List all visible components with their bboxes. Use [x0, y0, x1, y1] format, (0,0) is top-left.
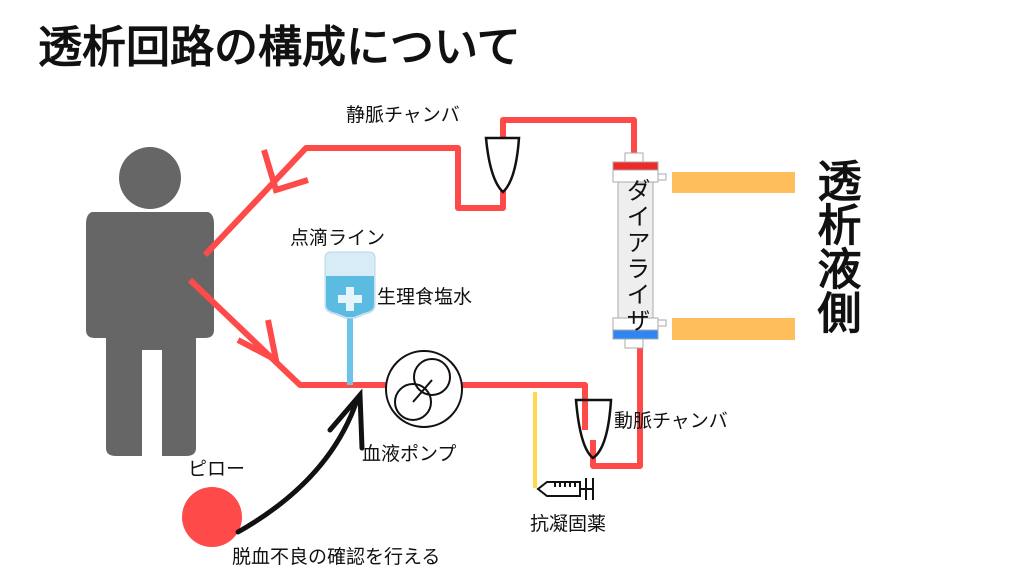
dialysate-side-label: 透析液側: [810, 158, 863, 334]
arterial-flow-arrow-icon: [236, 319, 281, 366]
venous-chamber: [484, 136, 521, 194]
dialysate-inlet: [672, 172, 795, 193]
dialysate-outlet: [672, 318, 795, 340]
pillow-label: ピロー: [188, 458, 245, 480]
anticoagulant-label: 抗凝固薬: [530, 513, 606, 535]
blood-pump: [385, 350, 463, 428]
blood-pump-label: 血液ポンプ: [362, 443, 456, 465]
person-silhouette: [86, 147, 214, 456]
saline-bag: [324, 251, 376, 385]
syringe-icon: [536, 478, 594, 500]
arterial-chamber: [574, 398, 613, 460]
arterial-chamber-label: 動脈チャンバ: [614, 410, 728, 432]
saline-label: 生理食塩水: [377, 286, 472, 308]
venous-chamber-label: 静脈チャンバ: [346, 104, 460, 126]
pillow-note: 脱血不良の確認を行える: [232, 546, 440, 568]
venous-flow-arrow-icon: [261, 149, 309, 194]
page-title: 透析回路の構成について: [38, 22, 521, 73]
drip-line-label: 点滴ライン: [290, 227, 385, 249]
pillow: [182, 487, 242, 547]
dialyzer: [612, 152, 667, 349]
dialyzer-label: ダイアライザ: [622, 178, 650, 334]
pillow-pointer-arrow-icon: [235, 388, 365, 535]
